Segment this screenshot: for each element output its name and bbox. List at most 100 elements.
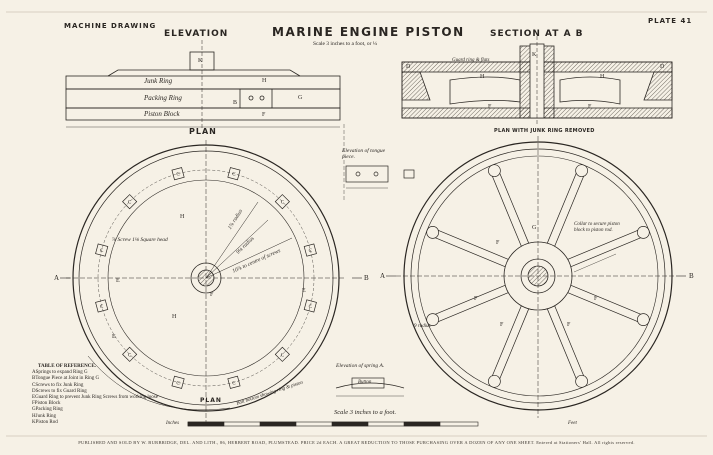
plan-rim-circle [78, 150, 334, 406]
letter-h-section: H [480, 74, 485, 80]
section-view [401, 36, 673, 126]
screw-letter: C [100, 305, 104, 310]
elevation-view [65, 40, 341, 130]
letter-d-section: D [406, 64, 411, 70]
spoke-edge [554, 175, 585, 247]
letter-f-plan2-5: F [496, 240, 500, 246]
reference-row: KPiston Rod [32, 420, 158, 426]
marker-a-left: A [54, 274, 60, 282]
scale-caption: Scale 3 inches to a foot. [334, 409, 397, 416]
rim-boss [636, 226, 650, 239]
reference-key: C [32, 382, 36, 388]
reference-key: K [32, 419, 36, 425]
letter-h-elev: H [262, 78, 267, 84]
screw-letter: C [176, 173, 180, 178]
marker-a-right: A [380, 272, 386, 280]
scale-note: Scale 3 inches to a foot, or ¼ [313, 41, 377, 47]
rim-boss [575, 164, 588, 178]
rim-boss [488, 164, 501, 178]
reference-row: HJunk Ring [32, 414, 158, 420]
sheet-label-left: MACHINE DRAWING [64, 22, 157, 30]
tongue-screw [259, 95, 265, 101]
reference-row: ASprings to expand Ring G [32, 370, 158, 376]
spoke-edge [437, 229, 509, 260]
reference-text: Piston Block [34, 401, 61, 407]
reference-key: H [32, 413, 36, 419]
plan-bottom-title: PLAN [200, 397, 222, 404]
reference-row: GPacking Ring [32, 407, 158, 413]
plan-title: PLAN [189, 127, 217, 136]
reference-text: Guard Ring to prevent Junk Ring Screws f… [35, 395, 158, 401]
reference-key: F [32, 401, 35, 407]
reference-text: Screws to fix Guard Ring [35, 388, 87, 394]
tongue-piece-title: Elevation of tongue piece. [342, 148, 386, 160]
reference-key: E [32, 395, 36, 401]
section-left-rim [401, 71, 431, 101]
plan2-spokes [426, 164, 650, 388]
section-cavity-left [449, 76, 521, 105]
publisher-footer: PUBLISHED AND SOLD BY W. BURBRIDGE, DEL.… [78, 440, 635, 445]
tongue-piece [239, 88, 273, 109]
junk-ring-screw [303, 299, 317, 313]
spoke-edge [546, 308, 577, 380]
tongue-screw [248, 95, 254, 101]
letter-e-plan-3: E [112, 334, 116, 340]
plan-removed-title: PLAN WITH JUNK RING REMOVED [494, 128, 595, 134]
section-title: SECTION AT A B [490, 29, 584, 39]
screw-letter: C [100, 249, 104, 254]
junk-ring-band [65, 75, 341, 90]
reference-key: A [32, 370, 36, 376]
letter-f-elev: F [262, 112, 266, 118]
spoke-edge [570, 284, 642, 315]
letter-e-plan-2: E [302, 288, 306, 294]
bolt-note-arc [87, 355, 231, 411]
plan-screw-circle [97, 169, 315, 387]
plate-number: PLATE 41 [648, 17, 693, 25]
page-title: MARINE ENGINE PISTON [272, 25, 465, 39]
spoke-edge [491, 305, 522, 377]
letter-h-plan: H [180, 214, 185, 220]
letter-f-plan2-2: F [594, 296, 598, 302]
collar-leader [573, 253, 617, 273]
marker-b-right: B [689, 272, 694, 280]
spoke-edge [499, 308, 530, 380]
plan2-hub [520, 258, 556, 294]
packing-ring-label: Packing Ring [144, 94, 182, 102]
guard-ring-label: Guard ring & flats [452, 58, 490, 63]
junk-ring-screw [274, 194, 290, 210]
letter-f-section: F [488, 104, 492, 110]
elevation-title: ELEVATION [164, 29, 229, 39]
letter-f-plan2: F [474, 296, 478, 302]
spoke-edge [554, 305, 585, 377]
spoke-edge [437, 292, 509, 323]
section-line-ab [60, 275, 686, 279]
reference-text: Screws to fix Junk Ring [35, 382, 84, 388]
spoke-edge [434, 237, 506, 268]
scale-inches: Inches [166, 421, 180, 426]
junk-ring-top [107, 69, 301, 77]
marker-b-left: B [364, 274, 369, 282]
radius-line [205, 201, 259, 279]
junk-ring-label: Junk Ring [144, 77, 173, 85]
reference-row: DScrews to fix Guard Ring [32, 389, 158, 395]
junk-ring-screw [171, 375, 185, 389]
section-cavity-right [559, 76, 621, 105]
plan2-hub-outer [503, 241, 573, 311]
spring-detail [335, 377, 405, 397]
reference-row: BTongue Piece at Joint in Ring G [32, 376, 158, 382]
rim-boss [426, 226, 440, 239]
collar-note: Collar to secure piston block to piston … [574, 222, 620, 233]
screw-letter: C [232, 173, 236, 178]
plan2-rim-inner [417, 155, 659, 397]
junk-ring-screw [171, 167, 185, 181]
junk-ring-screw [95, 299, 109, 313]
plan-boss [190, 262, 222, 294]
plan2-packing-ring [410, 148, 666, 404]
rim-boss [426, 313, 440, 326]
radius-line [205, 237, 293, 279]
letter-e-plan: E [116, 278, 120, 284]
spoke-edge [570, 237, 642, 268]
